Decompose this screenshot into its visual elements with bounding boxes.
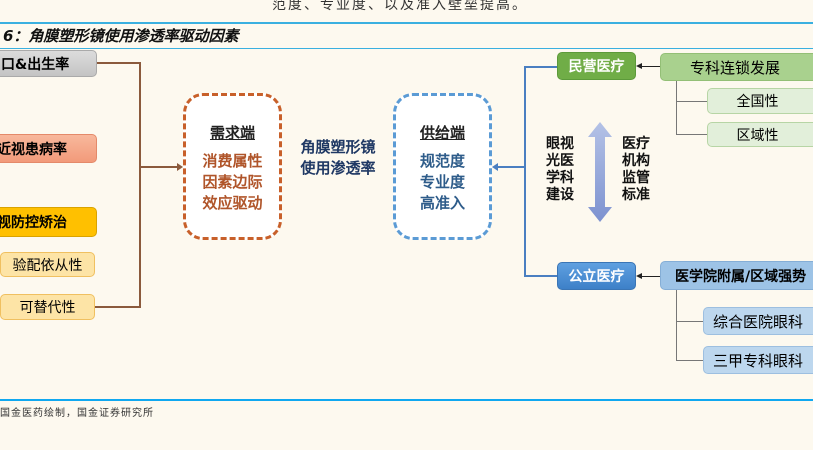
factor-label: 口&出生率 [1,56,70,73]
public-source-label: 医学院附属/区域强势 [675,268,807,285]
center-line: 角膜塑形镜 [300,138,376,156]
factor-myopia-prevalence: 近视患病率 [0,134,97,163]
connector [95,306,141,308]
center-label: 角膜塑形镜 使用渗透率 [294,137,382,179]
connector [524,66,526,277]
title-bottom-rule [0,48,813,49]
private-label: 民营医疗 [568,59,625,75]
supply-line: 高准入 [419,194,465,212]
text-line: 标准 [622,187,650,203]
private-child-label: 区域性 [736,127,779,144]
center-line: 使用渗透率 [300,159,376,177]
text-line: 眼视 [546,136,574,152]
factor-compliance: 验配依从性 [0,252,95,277]
private-source-label: 专科连锁发展 [689,58,780,77]
private-healthcare-box: 民营医疗 [557,52,636,80]
factor-label: 视防控矫治 [0,215,67,231]
public-child-label: 综合医院眼科 [712,312,803,331]
arrow-head-icon [636,273,642,279]
connector [97,62,141,64]
factor-myopia-control: 视防控矫治 [0,207,97,237]
supply-line: 专业度 [419,173,465,191]
text-line: 学科 [546,170,574,186]
regulation-standards-text: 医疗 机构 监管 标准 [622,136,650,204]
figure-title: 6：角膜塑形镜使用渗透率驱动因素 [3,27,239,45]
factor-label: 验配依从性 [12,257,83,274]
supply-line: 规范度 [419,152,465,170]
text-line: 机构 [622,153,650,169]
text-line: 建设 [546,187,574,203]
double-arrow-icon [588,122,612,222]
specialty-chain-box: 专科连锁发展 [660,53,813,81]
arrow-head-icon [492,163,498,171]
connector [139,62,141,308]
tree-line [676,321,703,322]
title-top-rule [0,22,813,24]
factor-substitutability: 可替代性 [0,294,95,320]
tree-line [676,81,677,135]
regional-box: 区域性 [707,122,813,147]
source-note: 国金医药绘制，国金证券研究所 [0,408,154,419]
text-line: 监管 [622,170,650,186]
factor-label: 可替代性 [19,300,76,316]
optometry-discipline-text: 眼视 光医 学科 建设 [546,136,574,204]
context-text: 范度、专业度、以及准入壁垒提高。 [272,0,528,13]
general-hospital-ophthalmology-box: 综合医院眼科 [703,307,813,335]
demand-line: 消费属性 [202,152,263,170]
connector [524,66,557,68]
tree-line [676,101,707,102]
national-box: 全国性 [707,88,813,114]
arrow-head-icon [636,63,642,69]
tree-line [676,360,703,361]
connector [524,275,557,277]
demand-title: 需求端 [209,124,255,142]
factor-birth-rate: 口&出生率 [0,50,97,77]
supply-title: 供给端 [419,124,465,142]
footer-rule [0,399,813,401]
tertiary-eye-hospital-box: 三甲专科眼科 [703,346,813,374]
public-label: 公立医疗 [568,269,625,285]
factor-label: 近视患病率 [0,141,67,158]
connector-arrow [498,166,525,168]
demand-line: 因素边际 [202,173,263,191]
supply-side-box: 供给端 规范度 专业度 高准入 [393,93,492,240]
tree-line [676,290,677,361]
text-line: 医疗 [622,136,650,152]
tree-line [676,134,707,135]
connector-arrow [642,276,660,277]
connector-arrow [642,66,660,67]
demand-line: 效应驱动 [202,194,263,212]
arrow-head-icon [177,163,183,171]
text-line: 光医 [546,153,574,169]
connector-arrow [141,166,179,168]
public-healthcare-box: 公立医疗 [557,262,636,290]
public-child-label: 三甲专科眼科 [712,351,803,370]
medical-school-affiliated-box: 医学院附属/区域强势 [660,261,813,290]
private-child-label: 全国性 [736,94,779,110]
demand-side-box: 需求端 消费属性 因素边际 效应驱动 [183,93,282,240]
